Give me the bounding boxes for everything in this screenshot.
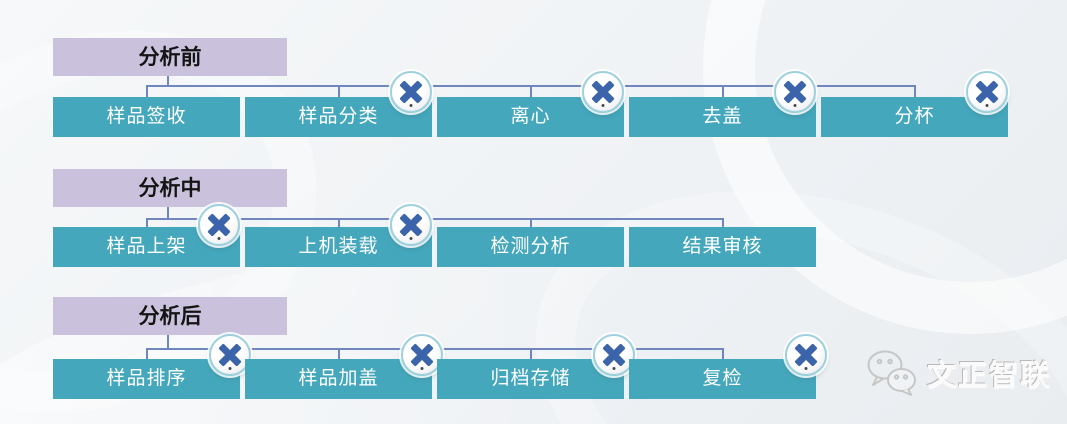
connector-stub-line (721, 348, 724, 359)
connector-stub-line (337, 85, 340, 97)
brand-name: 文正智联 (927, 360, 1052, 392)
step-box: 样品加盖 (245, 359, 432, 399)
x-mark-icon (390, 71, 432, 113)
x-mark-icon (401, 334, 443, 376)
step-box: 复检 (629, 359, 816, 399)
x-mark-icon (774, 71, 816, 113)
x-mark-icon (209, 334, 251, 376)
x-mark-icon (582, 71, 624, 113)
connector-drop-line (167, 207, 169, 220)
phase-header: 分析中 (53, 169, 287, 207)
phase-header: 分析前 (53, 38, 287, 76)
connector-stub-line (913, 85, 916, 97)
step-box: 归档存储 (437, 359, 624, 399)
connector-stub-line (337, 218, 340, 227)
wechat-icon (867, 350, 916, 396)
step-box: 检测分析 (437, 227, 624, 267)
brand-watermark: 文正智联 (866, 348, 1051, 398)
step-box: 样品排序 (53, 359, 240, 399)
connector-stub-line (721, 218, 724, 227)
connector-stub-line (721, 85, 724, 97)
connector-rail-line (145, 218, 724, 220)
step-box: 样品分类 (245, 97, 432, 137)
connector-stub-line (145, 218, 148, 227)
x-mark-icon (390, 204, 432, 246)
x-mark-icon (785, 334, 827, 376)
step-box: 样品签收 (53, 97, 240, 137)
x-mark-icon (966, 71, 1008, 113)
connector-stub-line (337, 348, 340, 359)
connector-stub-line (529, 348, 532, 359)
x-mark-icon (593, 334, 635, 376)
x-mark-icon (198, 204, 240, 246)
connector-stub-line (529, 85, 532, 97)
connector-stub-line (529, 218, 532, 227)
step-box: 结果审核 (629, 227, 816, 267)
phase-header: 分析后 (53, 297, 287, 335)
background-swoosh (703, 0, 1067, 334)
connector-drop-line (167, 335, 169, 350)
connector-stub-line (145, 348, 148, 359)
connector-stub-line (145, 85, 148, 97)
connector-drop-line (167, 76, 169, 87)
